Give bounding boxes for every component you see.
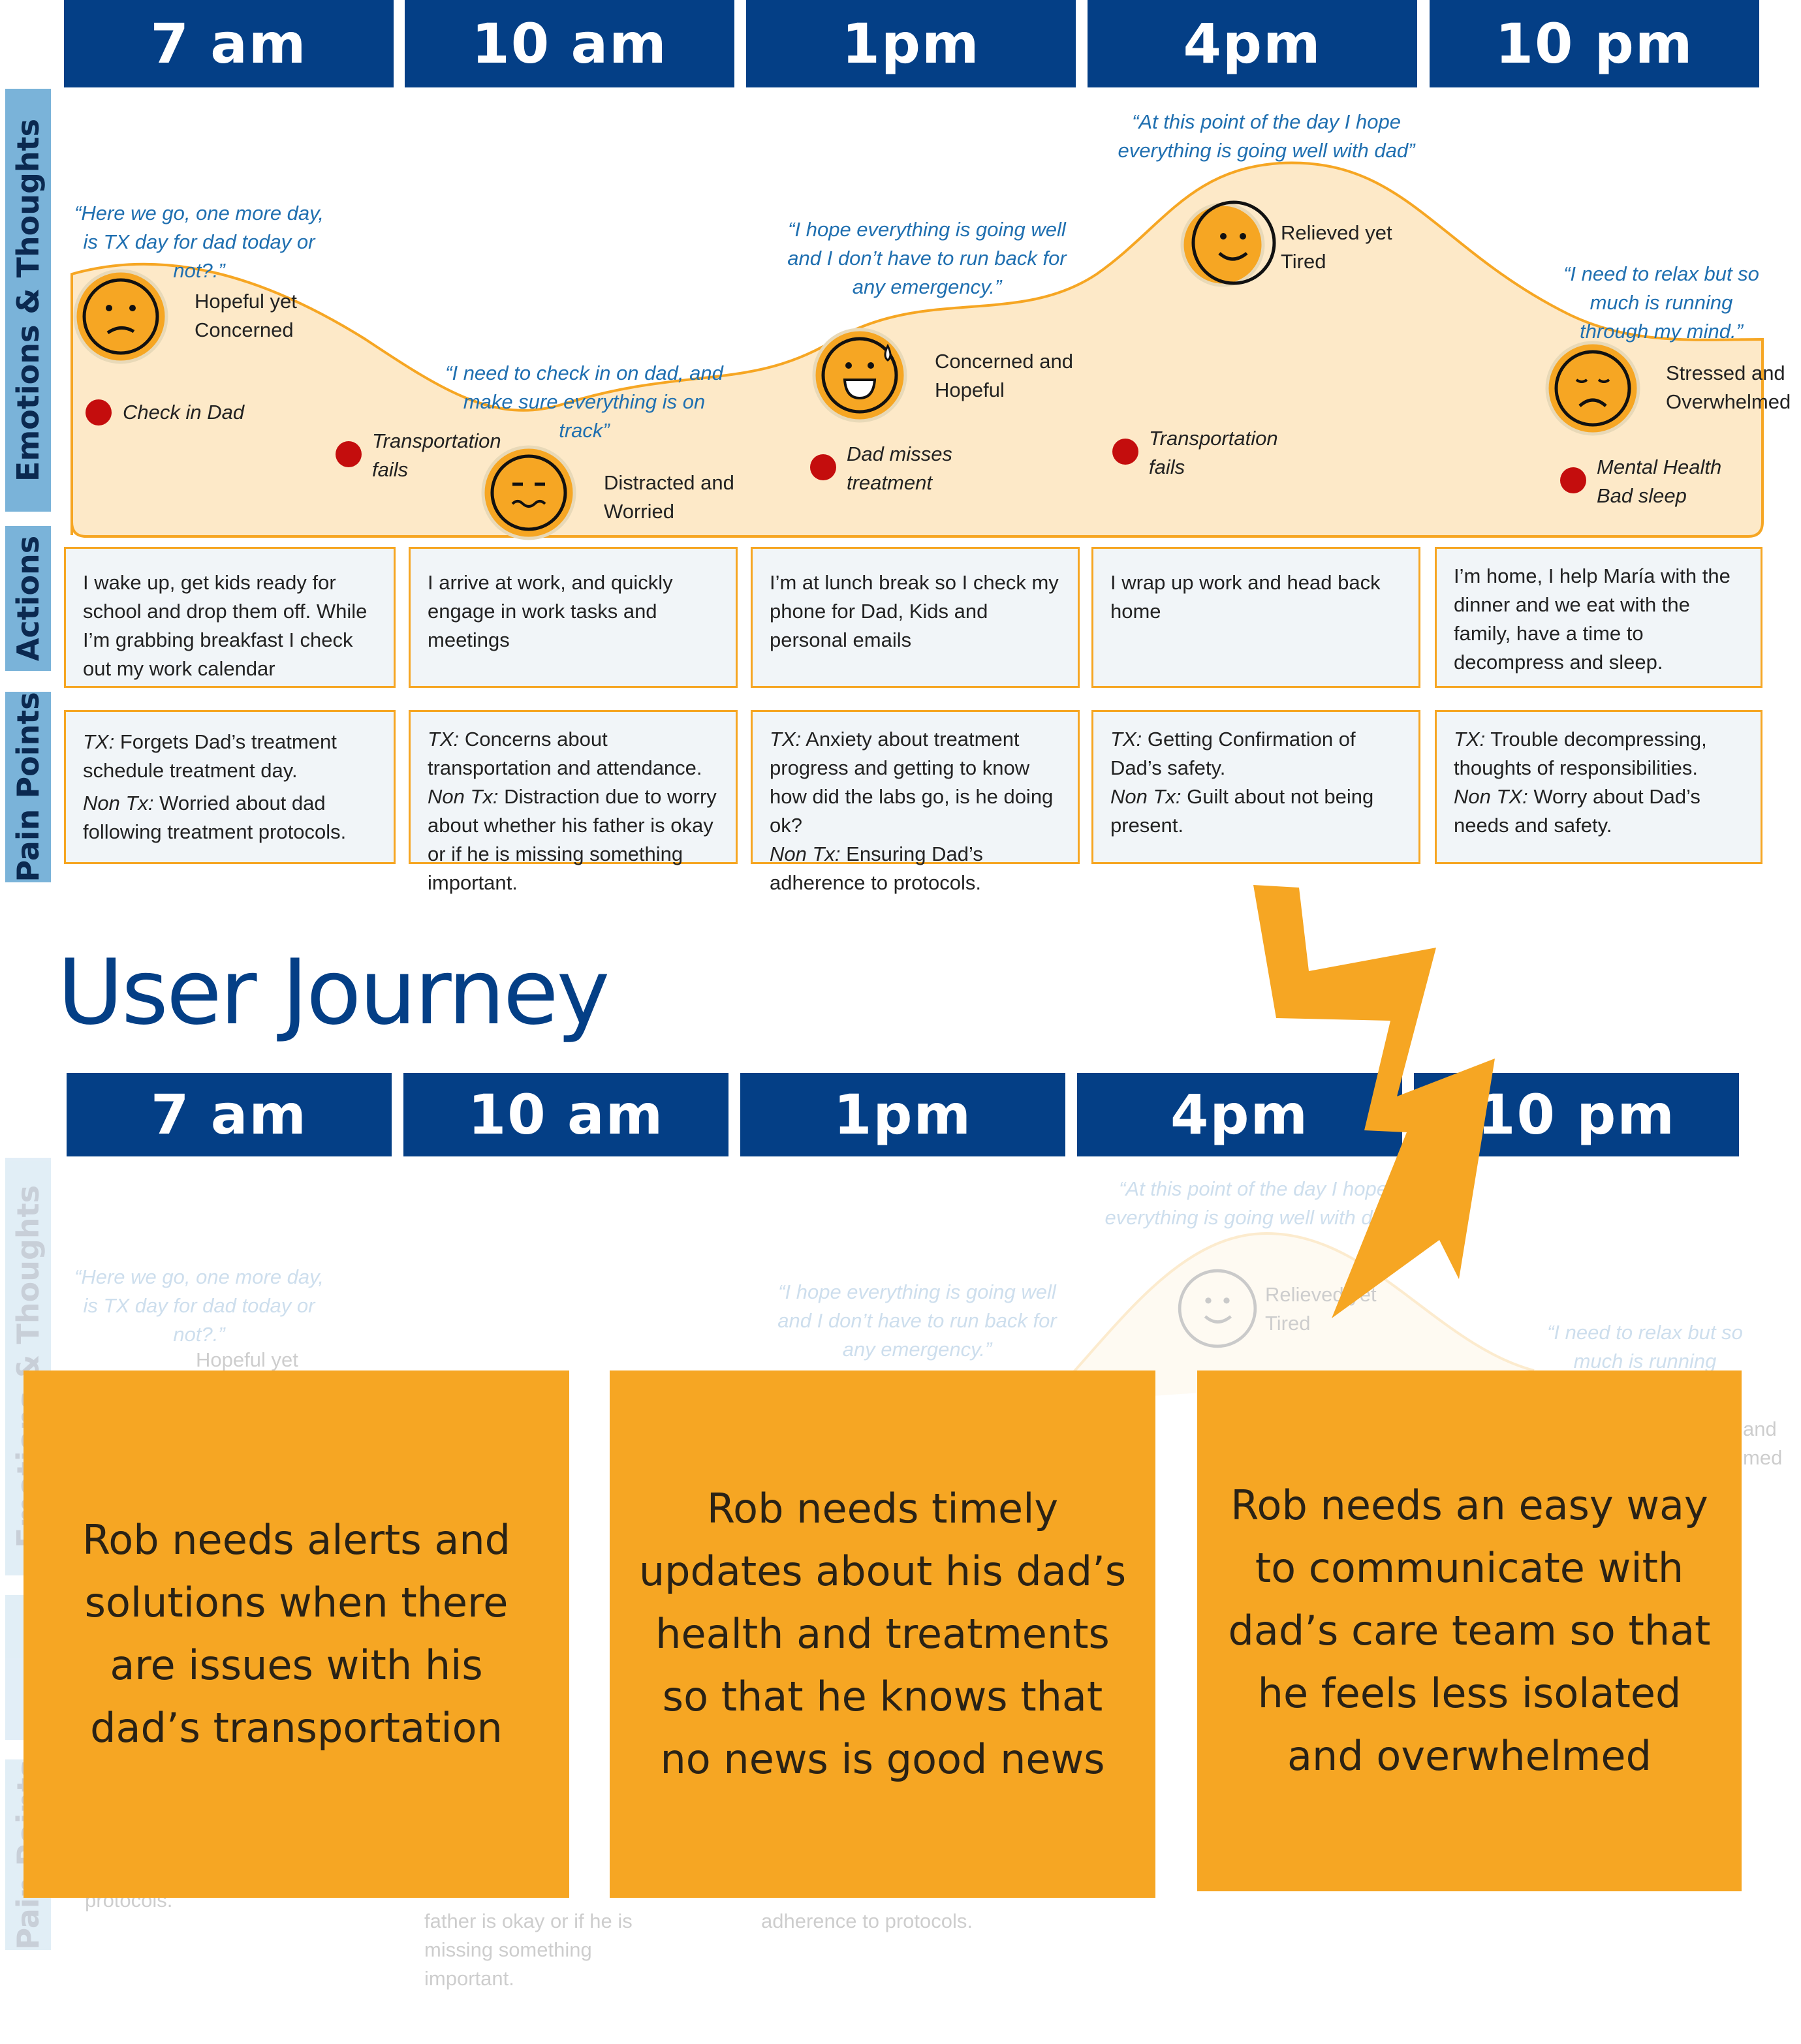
row-label-emotions: Emotions & Thoughts <box>5 89 51 512</box>
action-box-2: I arrive at work, and quickly engage in … <box>409 547 738 688</box>
section-title: User Journey <box>57 940 610 1045</box>
faded-label-1: Hopeful yet <box>196 1348 298 1371</box>
time-header-7am-bottom: 7 am <box>67 1073 392 1156</box>
faded-quote-1: “Here we go, one more day, is TX day for… <box>74 1265 324 1346</box>
emotion-quote-1: “Here we go, one more day, is TX day for… <box>74 202 324 282</box>
pain-marker-2: Transportation fails <box>372 429 501 481</box>
faded-pain-3: adherence to protocols. <box>761 1910 973 1932</box>
emotion-label-5: Stressed and Overwhelmed <box>1666 362 1791 413</box>
grimace-face-icon <box>481 445 576 540</box>
faded-quote-4: “At this point of the day I hope everyth… <box>1104 1177 1402 1229</box>
faded-pain-2: father is okay or if he is missing somet… <box>424 1910 633 1990</box>
pain-point-box-2: TX: Concerns about transportation and at… <box>409 710 738 894</box>
time-header-7am: 7 am <box>64 0 394 87</box>
faded-smile-face-icon <box>1178 1269 1257 1348</box>
pain-point-box-1: TX: Forgets Dad’s treatment schedule tre… <box>64 710 396 864</box>
action-box-5: I’m home, I help María with the dinner a… <box>1435 547 1762 688</box>
pain-marker-dot-4 <box>1112 439 1138 465</box>
worried-face-icon <box>73 269 168 364</box>
emotion-quote-3: “I hope everything is going well and I d… <box>787 218 1067 298</box>
pain-marker-dot-5 <box>1560 467 1586 493</box>
pain-marker-3: Dad misses treatment <box>847 442 952 494</box>
pain-point-box-3: TX: Anxiety about treatment progress and… <box>751 710 1080 894</box>
row-label-pain-points: Pain Points <box>5 692 51 882</box>
need-card-health-updates: Rob needs timely updates about his dad’s… <box>610 1370 1155 1898</box>
emotion-curve <box>70 161 1764 538</box>
time-header-4pm: 4pm <box>1088 0 1417 87</box>
faded-quote-5: “I need to relax but so much is running <box>1547 1321 1743 1372</box>
pain-marker-1: Check in Dad <box>123 401 245 424</box>
faded-quote-3: “I hope everything is going well and I d… <box>777 1280 1057 1361</box>
emotion-label-2: Distracted and Worried <box>604 471 734 523</box>
time-header-1pm-bottom: 1pm <box>740 1073 1065 1156</box>
need-card-care-team: Rob needs an easy way to communicate wit… <box>1197 1370 1742 1891</box>
sad-face-icon <box>1545 341 1640 436</box>
smile-face-icon <box>1180 200 1276 287</box>
emotion-label-1: Hopeful yet Concerned <box>195 290 297 341</box>
pain-marker-dot-2 <box>336 441 362 467</box>
action-box-3: I’m at lunch break so I check my phone f… <box>751 547 1080 688</box>
time-header-10am-bottom: 10 am <box>403 1073 728 1156</box>
emotion-label-3: Concerned and Hopeful <box>935 350 1073 401</box>
emotion-label-4: Relieved yet Tired <box>1281 221 1392 273</box>
time-header-1pm: 1pm <box>746 0 1076 87</box>
pain-marker-dot-3 <box>810 454 836 480</box>
pain-marker-dot-1 <box>86 399 112 426</box>
row-label-actions: Actions <box>5 526 51 671</box>
sweat-smile-face-icon <box>812 328 907 423</box>
emotion-quote-2: “I need to check in on dad, and make sur… <box>445 362 723 442</box>
pain-marker-5: Mental Health Bad sleep <box>1597 456 1722 507</box>
pain-point-box-5: TX: Trouble decompressing, thoughts of r… <box>1435 710 1762 864</box>
time-header-10pm: 10 pm <box>1430 0 1759 87</box>
emotion-quote-5: “I need to relax but so much is running … <box>1563 262 1759 343</box>
pain-point-box-4: TX: Getting Confirmation of Dad’s safety… <box>1091 710 1420 864</box>
time-header-4pm-bottom: 4pm <box>1077 1073 1402 1156</box>
faded-label-5: and med <box>1743 1417 1783 1469</box>
emotion-quote-4: “At this point of the day I hope everyth… <box>1118 110 1415 162</box>
time-header-10am: 10 am <box>405 0 734 87</box>
action-box-4: I wrap up work and head back home <box>1091 547 1420 688</box>
action-box-1: I wake up, get kids ready for school and… <box>64 547 396 688</box>
pain-marker-4: Transportation fails <box>1149 427 1278 478</box>
need-card-transportation: Rob needs alerts and solutions when ther… <box>23 1370 569 1898</box>
